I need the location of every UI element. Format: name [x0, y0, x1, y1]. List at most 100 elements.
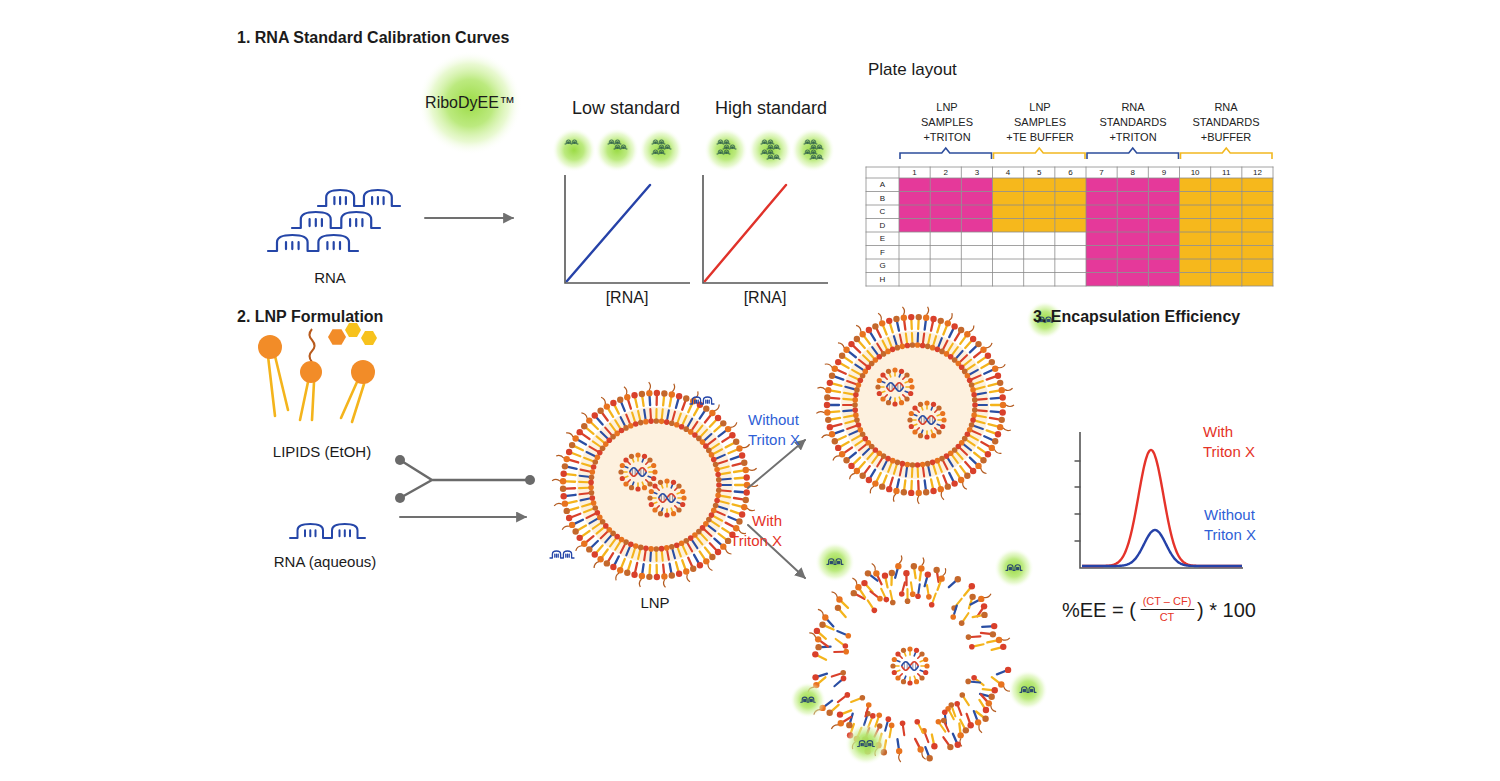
- peg-chain: [969, 325, 974, 331]
- peg-chain: [833, 456, 840, 460]
- grid-line: [866, 232, 1273, 233]
- lipid-tail: [843, 409, 852, 412]
- lipid-head: [812, 674, 818, 680]
- lipid-tail: [572, 514, 580, 517]
- lipid-head: [905, 598, 911, 604]
- lipid-tail: [943, 476, 946, 484]
- plate-well: [1117, 219, 1148, 233]
- lipid-head: [901, 489, 907, 495]
- lipid-head: [589, 490, 595, 496]
- lipid-tail: [644, 551, 645, 560]
- lipid-head: [889, 723, 895, 729]
- lipid-head: [854, 336, 860, 342]
- lipid-tail: [904, 321, 905, 330]
- plate-well: [1086, 259, 1117, 273]
- lipid-tail: [833, 384, 842, 386]
- lipid-head: [859, 473, 865, 479]
- lipid-tail: [568, 501, 577, 503]
- lipid-head: [674, 542, 680, 548]
- lipid-head: [681, 495, 686, 500]
- lipid-tail: [983, 688, 992, 691]
- lipid-tail: [722, 489, 731, 492]
- lipid-tail: [642, 397, 643, 406]
- lipid-head: [604, 403, 610, 409]
- lipid-tail: [655, 565, 657, 574]
- lipid-tail: [714, 449, 722, 453]
- lipid-head: [890, 600, 896, 606]
- column-number: 3: [961, 167, 992, 178]
- lipid-head: [671, 511, 676, 516]
- lipid-head: [926, 755, 932, 761]
- lipid-tail: [964, 589, 970, 596]
- lipid-tail: [835, 377, 843, 380]
- lipid-head: [930, 345, 936, 351]
- row-letter: G: [866, 259, 899, 273]
- grid-line: [866, 218, 1273, 219]
- lipid-tail: [910, 320, 913, 329]
- plate-well: [1242, 205, 1273, 219]
- lipid-head: [958, 477, 964, 483]
- lipid-head: [715, 493, 721, 499]
- lipid-tail: [697, 426, 703, 433]
- lipid-tail: [987, 641, 996, 643]
- lipid-head: [892, 657, 897, 662]
- row-letter: C: [866, 205, 899, 219]
- lipid-tail: [667, 410, 669, 419]
- lipid-tail: [974, 381, 982, 384]
- lipid-tail: [926, 405, 928, 409]
- axis-label: [RNA]: [720, 288, 810, 307]
- lipid-head: [592, 551, 598, 557]
- lipid-tail: [578, 440, 586, 445]
- lipid-head: [620, 476, 625, 481]
- plate-well: [930, 192, 961, 206]
- lipid-head: [654, 574, 660, 580]
- peg-chain: [714, 404, 719, 410]
- lipid-tail: [825, 701, 832, 706]
- lipid-head: [659, 419, 665, 425]
- lipid-head: [841, 676, 847, 682]
- lipid-tail: [997, 671, 1005, 674]
- lipid-head: [992, 438, 998, 444]
- lipid-tail: [587, 536, 594, 542]
- peg-chain: [616, 573, 619, 580]
- lipid-head: [658, 511, 663, 516]
- lipid-head: [838, 720, 844, 726]
- lipid-head: [985, 353, 991, 359]
- lipid-head: [911, 563, 917, 569]
- lipid-tail: [667, 551, 669, 560]
- lipid-head: [904, 396, 909, 401]
- lipid-tail: [971, 635, 980, 638]
- lipid-head: [945, 320, 951, 326]
- lipid-head: [562, 500, 568, 506]
- lipid-head: [895, 563, 901, 569]
- lipid-tail: [721, 496, 730, 497]
- lipid-tail: [849, 453, 856, 459]
- lipid-tail: [642, 482, 644, 486]
- lipid-tail: [655, 396, 657, 405]
- lipid-tail: [984, 370, 992, 374]
- plate-well: [1055, 178, 1086, 192]
- peg-chain: [576, 546, 582, 551]
- peg-chain: [838, 343, 844, 348]
- lipid-head: [873, 570, 879, 576]
- lipid-head: [629, 454, 634, 459]
- lipid-head: [890, 663, 895, 668]
- lipid-head: [860, 695, 866, 701]
- peg-chain: [941, 492, 944, 500]
- lipid-head: [997, 424, 1003, 430]
- peg-chain: [991, 706, 996, 712]
- lipid-tail: [917, 468, 919, 477]
- plate-well: [1148, 259, 1179, 273]
- lipid-head: [999, 417, 1005, 423]
- lipid-tail: [900, 467, 902, 476]
- lipid-head: [638, 420, 644, 426]
- lipid-head: [674, 422, 680, 428]
- lipid-tail: [852, 370, 860, 374]
- plate-well: [1180, 232, 1211, 246]
- plate-well: [1117, 192, 1148, 206]
- lipid-tail: [868, 600, 873, 608]
- lipid-tail: [940, 724, 945, 731]
- lipid-head: [845, 692, 851, 698]
- lipid-head: [870, 713, 876, 719]
- lipid-head: [909, 411, 914, 416]
